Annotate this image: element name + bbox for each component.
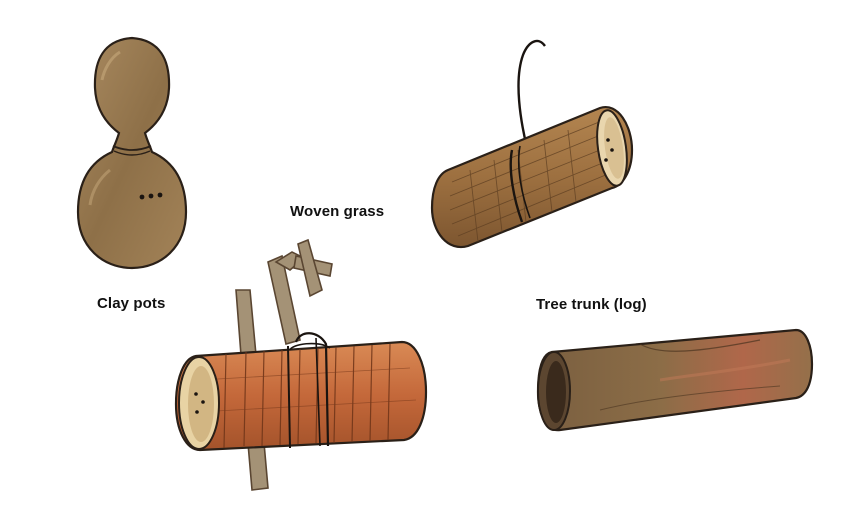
entrance-hole — [157, 192, 163, 198]
clay-pot-neck-band-2 — [113, 150, 151, 156]
hanging-hook — [517, 39, 546, 153]
rope-binding — [509, 149, 524, 223]
log-body — [536, 328, 814, 432]
orange-cylinder-body — [174, 340, 428, 452]
clay-pot-hive — [76, 36, 188, 270]
clay-pots-label: Clay pots — [97, 295, 166, 312]
woven-grass-label: Woven grass — [290, 203, 385, 220]
clay-pot-body — [76, 36, 188, 270]
woven-grass-hive — [430, 39, 634, 249]
branch-tied-hive — [174, 238, 428, 491]
clay-pot-neck-band — [112, 145, 152, 151]
tree-trunk-log-hive — [536, 328, 814, 432]
rope-binding — [294, 332, 330, 447]
entrance-hole — [139, 194, 145, 200]
entrance-hole — [148, 193, 154, 199]
tree-trunk-log-label: Tree trunk (log) — [536, 296, 647, 313]
